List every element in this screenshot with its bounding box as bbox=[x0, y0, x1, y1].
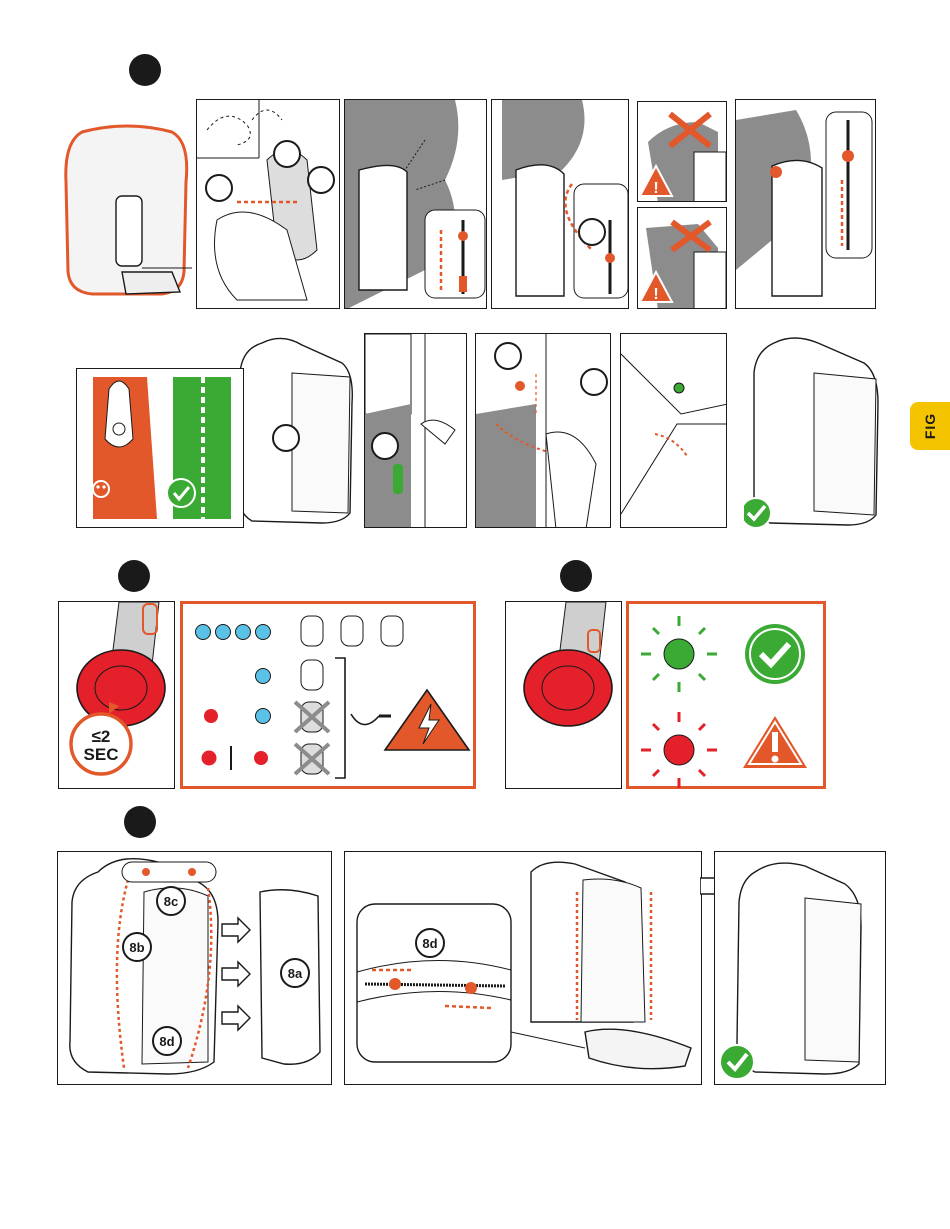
button-closeup-panel-right bbox=[505, 601, 622, 789]
step8-panel-middle: 8d bbox=[344, 851, 702, 1085]
callout-circle bbox=[273, 140, 301, 168]
svg-text:!: ! bbox=[653, 286, 658, 303]
press-duration-unit: SEC bbox=[71, 746, 131, 764]
button-closeup-panel-left: ≤2 SEC bbox=[58, 601, 175, 789]
step1-panel-c bbox=[491, 99, 629, 309]
step-marker-2 bbox=[118, 560, 150, 592]
svg-text:!: ! bbox=[653, 180, 658, 197]
label-8d-detail: 8d bbox=[415, 928, 445, 958]
callout-circle bbox=[205, 174, 233, 202]
step-marker-4 bbox=[124, 806, 156, 838]
side-tab-label: FIG bbox=[922, 413, 938, 439]
step1-panel-e bbox=[735, 99, 876, 309]
callout-circle bbox=[580, 368, 608, 396]
led-result-legend bbox=[626, 601, 826, 789]
label-8c: 8c bbox=[156, 886, 186, 916]
label-8d: 8d bbox=[152, 1026, 182, 1056]
step-marker-1 bbox=[129, 54, 161, 86]
cushion-illustration bbox=[62, 122, 192, 308]
label-8a: 8a bbox=[280, 958, 310, 988]
callout-circle bbox=[371, 432, 399, 460]
step1-panel-d-top: ! bbox=[637, 101, 727, 202]
callout-circle bbox=[494, 342, 522, 370]
zipper-comparison-card bbox=[76, 368, 244, 528]
step8-panel-right bbox=[714, 851, 886, 1085]
backpack-final-illustration bbox=[744, 333, 884, 531]
callout-circle bbox=[272, 424, 300, 452]
step1-panel-h bbox=[620, 333, 727, 528]
step1-panel-a bbox=[196, 99, 340, 309]
callout-circle bbox=[307, 166, 335, 194]
step1-panel-b bbox=[344, 99, 487, 309]
step1-panel-g bbox=[475, 333, 611, 528]
press-duration-label: ≤2 SEC bbox=[71, 728, 131, 764]
step-marker-3 bbox=[560, 560, 592, 592]
press-duration-value: ≤2 bbox=[71, 728, 131, 746]
figure-side-tab: FIG bbox=[910, 402, 950, 450]
step1-panel-d-bottom: ! bbox=[637, 207, 727, 309]
label-8b: 8b bbox=[122, 932, 152, 962]
step8-panel-left: 8c 8b 8d 8a bbox=[57, 851, 332, 1085]
step1-panel-f bbox=[364, 333, 467, 528]
led-status-legend bbox=[180, 601, 476, 789]
callout-circle bbox=[578, 218, 606, 246]
